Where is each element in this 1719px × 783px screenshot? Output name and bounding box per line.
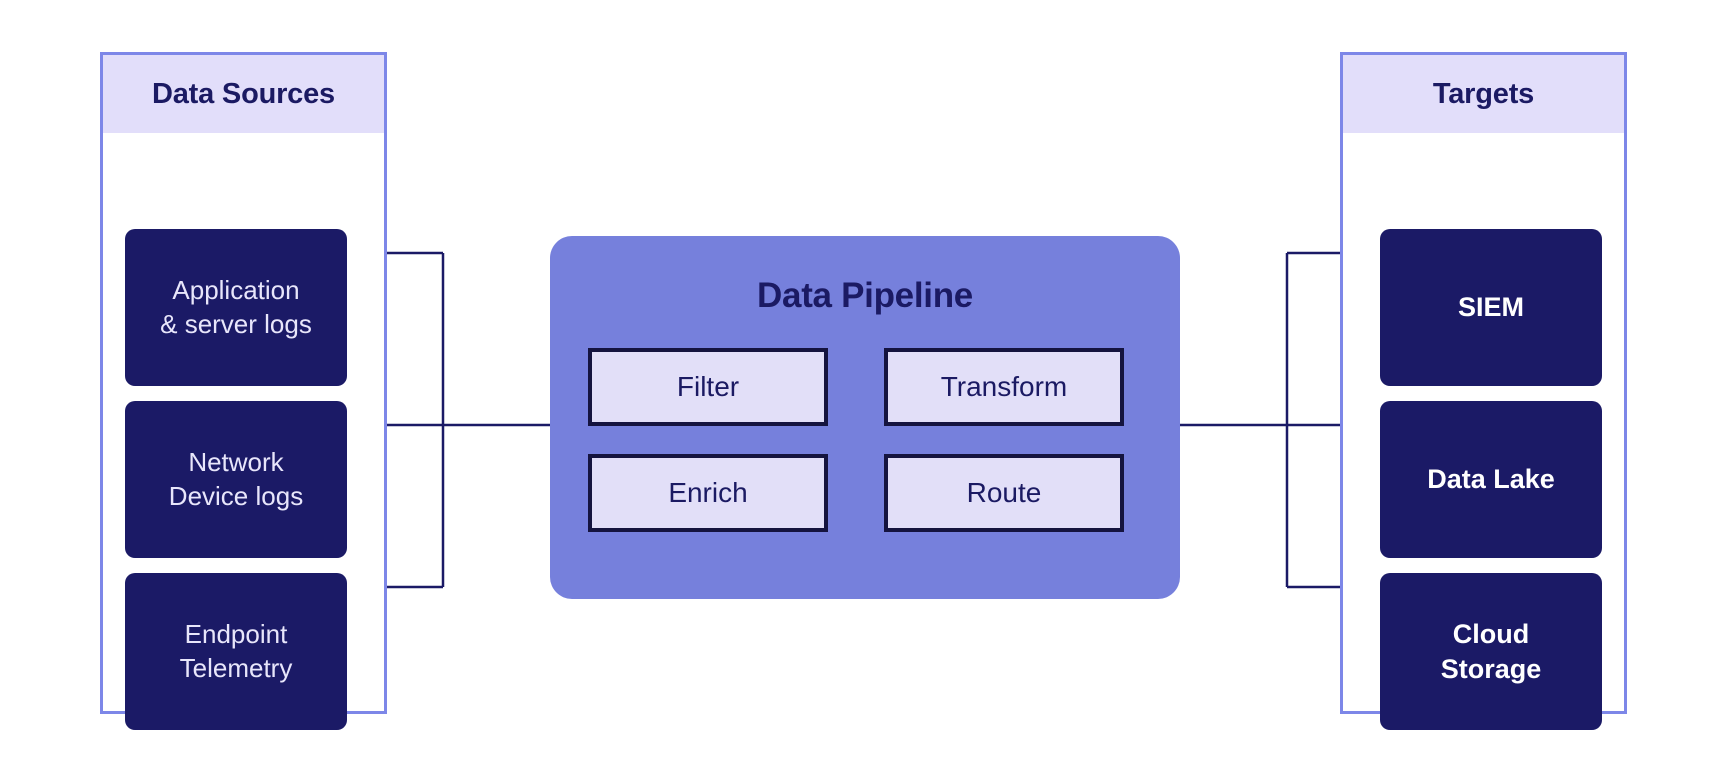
targets-panel: Targets SIEM Data Lake Cloud Storage [1340, 52, 1627, 730]
source-node-line2: Telemetry [179, 652, 293, 683]
source-node-network-device-logs[interactable]: Network Device logs [125, 401, 347, 558]
source-node-label: Endpoint Telemetry [180, 618, 293, 685]
source-node-line1: Endpoint [184, 619, 288, 650]
target-node-label: Data Lake [1427, 464, 1555, 495]
source-node-endpoint-telemetry[interactable]: Endpoint Telemetry [125, 573, 347, 730]
data-sources-panel: Data Sources Application & server logs N… [100, 52, 387, 730]
source-node-line1: Network [188, 447, 284, 478]
target-node-siem[interactable]: SIEM [1380, 229, 1602, 386]
target-node-line2: Storage [1440, 653, 1542, 684]
source-node-label: Network Device logs [169, 446, 303, 513]
pipeline-stage-label: Route [966, 477, 1042, 508]
pipeline-stage-transform[interactable]: Transform [884, 348, 1124, 426]
target-node-label: SIEM [1457, 292, 1524, 323]
source-node-line2: & server logs [160, 308, 312, 339]
pipeline-stage-filter[interactable]: Filter [588, 348, 828, 426]
pipeline-stage-label: Filter [676, 371, 740, 402]
targets-header: Targets [1343, 55, 1624, 133]
target-node-line1: Cloud [1452, 618, 1530, 649]
source-node-line2: Device logs [168, 480, 304, 511]
source-node-label: Application & server logs [160, 274, 312, 341]
data-sources-header: Data Sources [103, 55, 384, 133]
pipeline-stage-label: Transform [940, 371, 1068, 402]
target-node-label: Cloud Storage [1441, 617, 1542, 686]
pipeline-stage-label: Enrich [668, 477, 748, 508]
pipeline-stage-route[interactable]: Route [884, 454, 1124, 532]
data-pipeline-container: Data Pipeline Filter Transform Enrich Ro… [550, 236, 1180, 599]
source-node-application-server-logs[interactable]: Application & server logs [125, 229, 347, 386]
source-node-line1: Application [172, 275, 300, 306]
target-node-cloud-storage[interactable]: Cloud Storage [1380, 573, 1602, 730]
target-node-data-lake[interactable]: Data Lake [1380, 401, 1602, 558]
pipeline-stage-enrich[interactable]: Enrich [588, 454, 828, 532]
data-pipeline-title: Data Pipeline [757, 276, 973, 315]
